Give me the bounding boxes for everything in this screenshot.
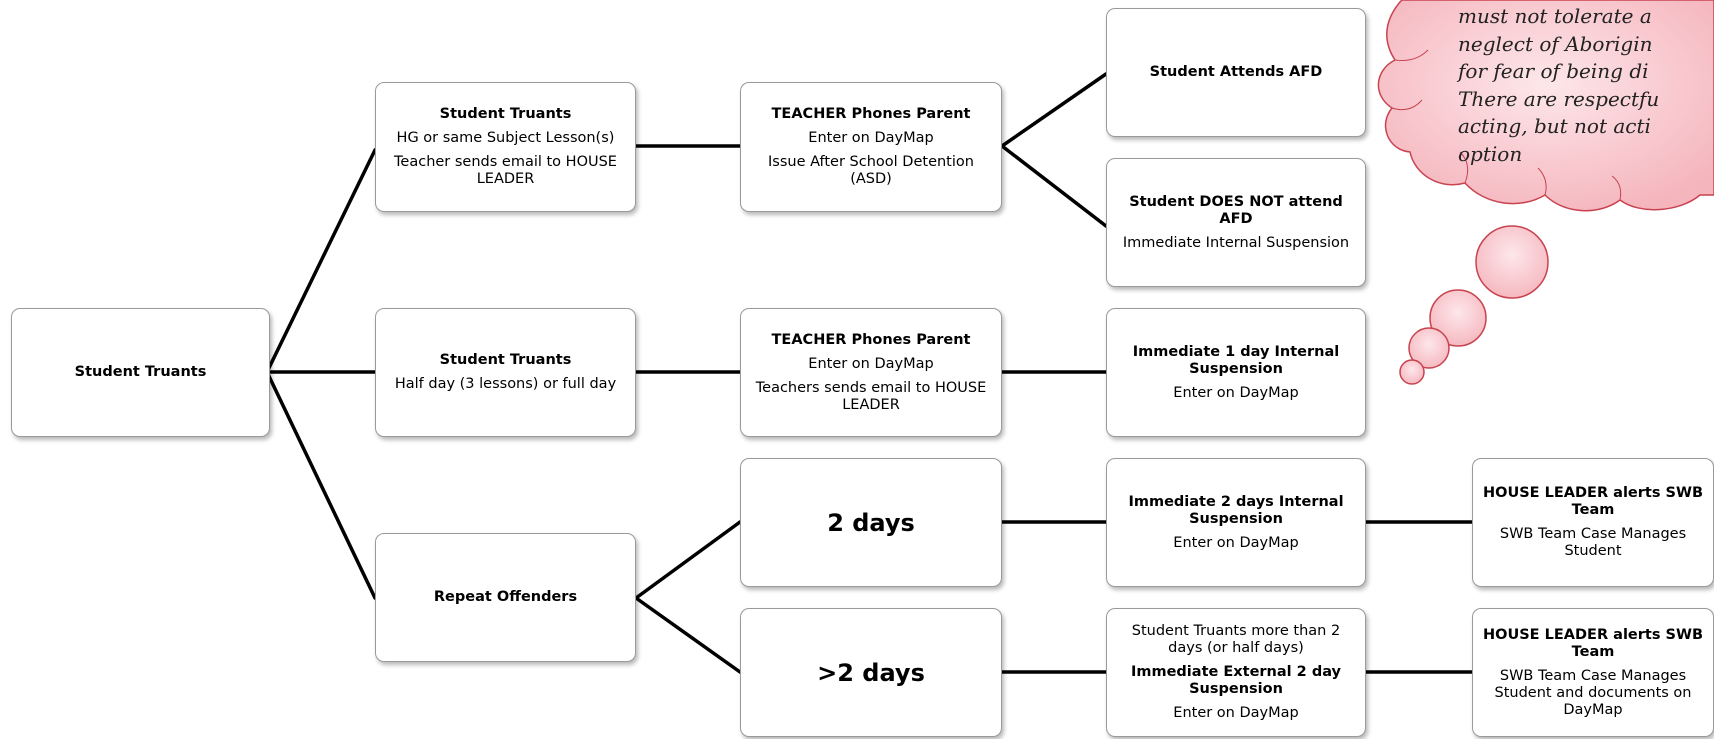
branch2-level2-node: TEACHER Phones Parent Enter on DayMap Te… bbox=[740, 308, 1002, 437]
node-text: Teachers sends email to HOUSE LEADER bbox=[755, 379, 987, 413]
node-title: Student Truants bbox=[439, 106, 572, 122]
connector-root-branch1 bbox=[265, 148, 377, 374]
cloud-bubble-tiny bbox=[1399, 359, 1425, 385]
cloud-line: There are respectfu bbox=[1458, 86, 1660, 111]
root-label: Student Truants bbox=[74, 364, 207, 380]
connector-root-branch3 bbox=[265, 370, 377, 600]
node-text: Enter on DayMap bbox=[808, 355, 934, 372]
node-title: HOUSE LEADER alerts SWB Team bbox=[1483, 626, 1703, 660]
node-text: Enter on DayMap bbox=[1173, 534, 1299, 551]
branch3-level1-node: Repeat Offenders bbox=[375, 533, 636, 662]
two-days-label: 2 days bbox=[827, 508, 915, 537]
node-title: Student Attends AFD bbox=[1149, 64, 1323, 80]
cloud-bubble-small bbox=[1408, 327, 1450, 369]
node-text: Immediate Internal Suspension bbox=[1122, 234, 1350, 251]
node-title: HOUSE LEADER alerts SWB Team bbox=[1483, 485, 1703, 518]
cloud-line: must not tolerate a bbox=[1458, 4, 1652, 28]
connector-b1-outcome-a bbox=[1000, 72, 1108, 148]
connector-b3-more-days bbox=[634, 596, 742, 674]
node-title: TEACHER Phones Parent bbox=[771, 106, 971, 122]
node-text: Enter on DayMap bbox=[808, 130, 934, 146]
node-text: HG or same Subject Lesson(s) bbox=[396, 130, 615, 146]
connector-b3-two-days bbox=[634, 520, 742, 600]
node-title: Immediate 2 days Internal Suspension bbox=[1128, 493, 1344, 527]
more-days-label: >2 days bbox=[817, 658, 925, 687]
node-text: Teacher sends email to HOUSE LEADER bbox=[394, 154, 617, 187]
two-days-action-node: Immediate 2 days Internal Suspension Ent… bbox=[1106, 458, 1366, 587]
node-text: SWB Team Case Manages Student and docume… bbox=[1494, 667, 1692, 718]
cloud-line: neglect of Aborigin bbox=[1458, 31, 1653, 56]
more-days-node: >2 days bbox=[740, 608, 1002, 737]
branch1-level1-node: Student Truants HG or same Subject Lesso… bbox=[375, 82, 636, 212]
node-title: TEACHER Phones Parent bbox=[771, 331, 971, 348]
branch2-level3-node: Immediate 1 day Internal Suspension Ente… bbox=[1106, 308, 1366, 437]
two-days-node: 2 days bbox=[740, 458, 1002, 587]
node-text: Issue After School Detention (ASD) bbox=[768, 154, 974, 187]
node-text: Student Truants more than 2 days (or hal… bbox=[1131, 623, 1341, 656]
node-title: Repeat Offenders bbox=[433, 589, 578, 605]
cloud-bubble-medium bbox=[1429, 289, 1487, 347]
cloud-line: option bbox=[1458, 141, 1523, 166]
connector-b1-outcome-b bbox=[1000, 144, 1108, 228]
node-title: Student DOES NOT attend AFD bbox=[1129, 193, 1343, 227]
cloud-line: for fear of being di bbox=[1458, 59, 1649, 83]
cloud-bubble-large bbox=[1475, 225, 1549, 299]
node-text: SWB Team Case Manages Student bbox=[1499, 526, 1687, 559]
branch1-outcome-b-node: Student DOES NOT attend AFD Immediate In… bbox=[1106, 158, 1366, 287]
two-days-followup-node: HOUSE LEADER alerts SWB Team SWB Team Ca… bbox=[1472, 458, 1714, 587]
more-days-followup-node: HOUSE LEADER alerts SWB Team SWB Team Ca… bbox=[1472, 608, 1714, 737]
root-node: Student Truants bbox=[11, 308, 270, 437]
branch1-outcome-a-node: Student Attends AFD bbox=[1106, 8, 1366, 137]
cloud-text: must not tolerate a neglect of Aborigin … bbox=[1458, 3, 1714, 168]
node-text: Enter on DayMap bbox=[1173, 384, 1299, 401]
cloud-line: acting, but not acti bbox=[1458, 114, 1651, 138]
branch1-level2-node: TEACHER Phones Parent Enter on DayMap Is… bbox=[740, 82, 1002, 212]
node-title: Immediate 1 day Internal Suspension bbox=[1132, 343, 1340, 377]
node-text: Half day (3 lessons) or full day bbox=[394, 376, 617, 392]
node-title: Student Truants bbox=[439, 352, 572, 368]
thought-cloud bbox=[1377, 0, 1714, 385]
node-text: Enter on DayMap bbox=[1173, 705, 1299, 721]
branch2-level1-node: Student Truants Half day (3 lessons) or … bbox=[375, 308, 636, 437]
node-title: Immediate External 2 day Suspension bbox=[1130, 664, 1341, 697]
more-days-action-node: Student Truants more than 2 days (or hal… bbox=[1106, 608, 1366, 737]
